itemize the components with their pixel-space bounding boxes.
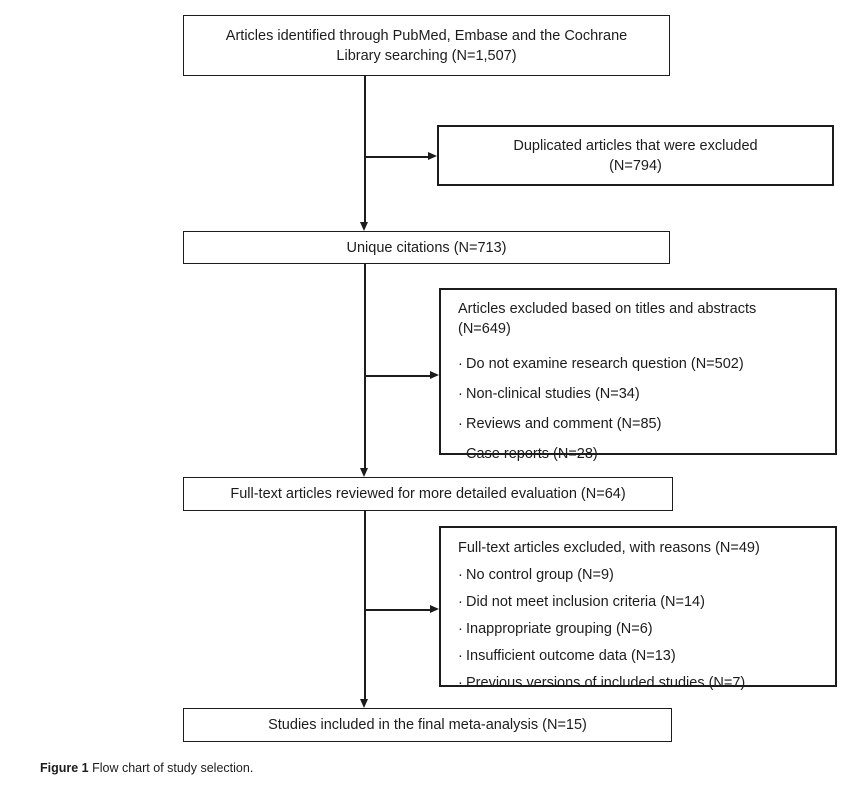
flow-box-title-abstract-excluded-title: Articles excluded based on titles and ab… bbox=[458, 301, 757, 337]
flow-box-fulltext-excluded-title: Full-text articles excluded, with reason… bbox=[458, 540, 760, 556]
arrowhead-down-unique bbox=[360, 222, 368, 231]
list-item: · Non-clinical studies (N=34) bbox=[458, 384, 811, 404]
list-item-text: Reviews and comment (N=85) bbox=[466, 416, 662, 432]
flow-box-title-abstract-excluded: Articles excluded based on titles and ab… bbox=[439, 288, 837, 462]
list-item-text: Did not meet inclusion criteria (N=14) bbox=[466, 594, 705, 610]
list-item: · Insufficient outcome data (N=13) bbox=[458, 646, 811, 666]
flow-box-duplicates-excluded-text: Duplicated articles that were excluded (… bbox=[513, 137, 758, 174]
arrowhead-down-fulltext bbox=[360, 468, 368, 477]
list-item: · Previous versions of included studies … bbox=[458, 673, 811, 693]
list-item: · Do not examine research question (N=50… bbox=[458, 354, 811, 374]
arrowhead-right-title-abstract bbox=[430, 371, 439, 379]
arrowhead-down-included bbox=[360, 699, 368, 708]
flow-box-articles-identified: Articles identified through PubMed, Emba… bbox=[183, 15, 670, 76]
connector-line-branch-duplicates bbox=[365, 156, 428, 158]
list-item-text: Insufficient outcome data (N=13) bbox=[466, 648, 676, 664]
bullet-dot: · bbox=[458, 416, 463, 432]
bullet-dot: · bbox=[458, 356, 463, 372]
arrowhead-right-duplicates bbox=[428, 152, 437, 160]
list-item-text: Inappropriate grouping (N=6) bbox=[466, 621, 653, 637]
connector-line-branch-fulltext-excluded bbox=[365, 609, 430, 611]
list-item: · Case reports (N=28) bbox=[458, 444, 811, 464]
list-item-text: Non-clinical studies (N=34) bbox=[466, 386, 640, 402]
bullet-dot: · bbox=[458, 648, 463, 664]
connector-line-unique-to-fulltext bbox=[364, 264, 366, 468]
bullet-dot: · bbox=[458, 675, 463, 691]
flow-box-included-studies: Studies included in the final meta-analy… bbox=[183, 708, 672, 742]
bullet-dot: · bbox=[458, 446, 463, 462]
list-item: · Inappropriate grouping (N=6) bbox=[458, 619, 811, 639]
flow-box-duplicates-excluded: Duplicated articles that were excluded (… bbox=[437, 125, 834, 186]
flow-box-unique-citations: Unique citations (N=713) bbox=[183, 231, 670, 264]
flow-box-fulltext-reviewed-text: Full-text articles reviewed for more det… bbox=[230, 486, 626, 502]
flow-box-fulltext-reviewed: Full-text articles reviewed for more det… bbox=[183, 477, 673, 511]
connector-line-identified-to-unique bbox=[364, 76, 366, 223]
bullet-dot: · bbox=[458, 594, 463, 610]
list-item: · Did not meet inclusion criteria (N=14) bbox=[458, 592, 811, 612]
bullet-dot: · bbox=[458, 567, 463, 583]
arrowhead-right-fulltext-excluded bbox=[430, 605, 439, 613]
list-item-text: No control group (N=9) bbox=[466, 567, 614, 583]
list-item-text: Do not examine research question (N=502) bbox=[466, 356, 744, 372]
flow-box-fulltext-excluded: Full-text articles excluded, with reason… bbox=[439, 526, 837, 691]
flow-box-included-studies-text: Studies included in the final meta-analy… bbox=[268, 717, 587, 733]
figure-caption: Figure 1 Flow chart of study selection. bbox=[40, 761, 253, 775]
list-item-text: Previous versions of included studies (N… bbox=[466, 675, 746, 691]
flow-box-unique-citations-text: Unique citations (N=713) bbox=[346, 239, 507, 256]
flow-box-articles-identified-text: Articles identified through PubMed, Emba… bbox=[225, 27, 628, 64]
list-item: · No control group (N=9) bbox=[458, 565, 811, 585]
bullet-dot: · bbox=[458, 386, 463, 402]
figure-caption-label: Figure 1 bbox=[40, 761, 89, 775]
bullet-dot: · bbox=[458, 621, 463, 637]
list-item-text: Case reports (N=28) bbox=[466, 446, 598, 462]
figure-caption-text: Flow chart of study selection. bbox=[92, 761, 254, 775]
connector-line-branch-title-abstract bbox=[365, 375, 430, 377]
connector-line-fulltext-to-included bbox=[364, 511, 366, 699]
list-item: · Reviews and comment (N=85) bbox=[458, 414, 811, 434]
